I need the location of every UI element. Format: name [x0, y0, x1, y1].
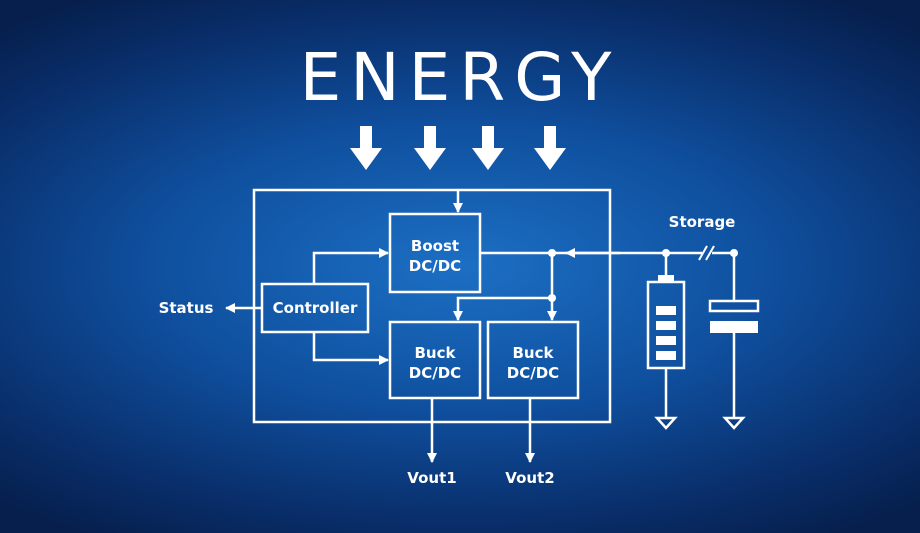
boost-label-line2: DC/DC	[408, 257, 462, 275]
junction-capacitor	[730, 249, 738, 257]
capacitor-ground	[722, 416, 746, 430]
energy-arrow-1	[350, 126, 382, 170]
break-mark-2	[705, 245, 715, 261]
battery-cell-4	[656, 351, 676, 360]
capacitor-bottom-plate	[710, 321, 758, 333]
junction-bus	[548, 249, 556, 257]
controller-label: Controller	[272, 299, 358, 317]
buck2-box	[486, 320, 580, 400]
capacitor-top-plate	[708, 299, 760, 313]
boost-label: Boost DC/DC	[390, 236, 480, 276]
energy-title: ENERGY	[299, 39, 621, 116]
buck2-label-line1: Buck	[512, 344, 554, 362]
battery-ground	[654, 416, 678, 430]
battery-terminal	[658, 275, 674, 282]
storage-label: Storage	[668, 213, 736, 231]
buck1-label: Buck DC/DC	[390, 343, 480, 383]
controller-to-boost	[312, 248, 389, 284]
battery-cell-1	[656, 306, 676, 315]
break-mark-1	[698, 245, 708, 261]
vout1-label: Vout1	[407, 469, 457, 487]
bus-to-buck1	[453, 296, 552, 321]
energy-arrow-2	[414, 126, 446, 170]
buck2-label: Buck DC/DC	[488, 343, 578, 383]
status-label: Status	[158, 299, 214, 317]
energy-arrow-4	[534, 126, 566, 170]
energy-input-arrows	[350, 126, 566, 170]
battery-cell-3	[656, 336, 676, 345]
energy-arrow-3	[472, 126, 504, 170]
boost-label-line1: Boost	[410, 237, 460, 255]
controller-to-buck1	[312, 332, 389, 365]
junction-battery	[662, 249, 670, 257]
buck1-label-line1: Buck	[414, 344, 456, 362]
battery-cell-2	[656, 321, 676, 330]
buck1-box	[388, 320, 482, 400]
buck2-label-line2: DC/DC	[506, 364, 560, 382]
junction-buck	[548, 294, 556, 302]
buck1-label-line2: DC/DC	[408, 364, 462, 382]
vout2-label: Vout2	[505, 469, 555, 487]
